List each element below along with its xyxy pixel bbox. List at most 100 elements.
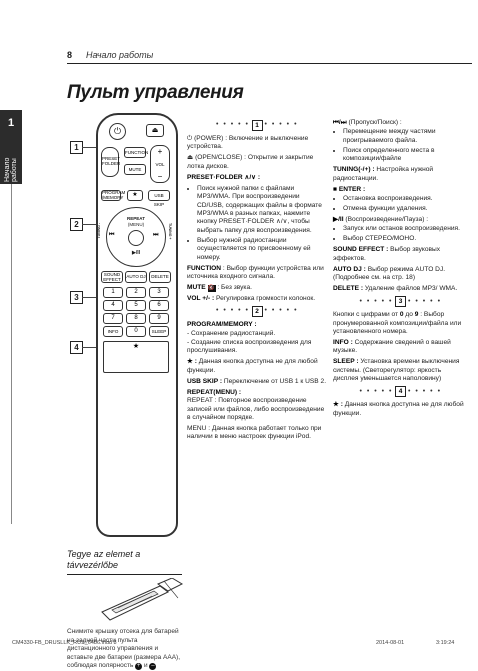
play-pause-icon: ▶/II [131, 250, 140, 256]
play-list: Запуск или останов воспроизведения. Выбо… [333, 225, 468, 243]
digit-0-button[interactable]: 0 [126, 326, 146, 337]
list-item: Поиск нужной папки с файлами MP3/WMA. Пр… [197, 185, 327, 235]
list-item: Остановка воспроизведения. [343, 195, 468, 203]
battery-note-conj: и [144, 662, 148, 669]
list-item: Поиск определенного места в композиции/ф… [343, 147, 468, 164]
sleep-button[interactable]: SLEEP [149, 326, 169, 337]
sleep-desc: SLEEP : Установка времени выключения сис… [333, 358, 468, 383]
power-button[interactable]: ⏻ [109, 123, 126, 140]
battery-insert-illustration [101, 578, 184, 621]
digit-7-button[interactable]: 7 [103, 313, 123, 324]
tuning-minus-label: TUNING - [97, 223, 101, 239]
band-number: 2 [251, 306, 263, 318]
star-button-top[interactable]: ★ [127, 190, 143, 201]
navigation-pad[interactable]: REPEAT (MENU) ⏮ ⏭ ▶/II [106, 207, 166, 267]
enter-list: Остановка воспроизведения. Отмена функци… [333, 195, 468, 213]
auto-dj-desc: AUTO DJ : Выбор режима AUTO DJ. (Подробн… [333, 266, 468, 283]
open-desc: ⏏ (OPEN/CLOSE) : Открытие и закрытие лот… [187, 154, 327, 171]
side-tab [0, 110, 22, 184]
open-text: : Открытие и закрытие лотка дисков. [187, 154, 314, 170]
remote-back-icon [101, 578, 184, 621]
sound-effect-text: Выбор звуковых эффектов. [333, 246, 441, 262]
sleep-label: SLEEP : [333, 358, 359, 366]
program-heading: PROGRAM/MEMORY : [187, 321, 327, 329]
play-pause-icon: ▶/II [333, 216, 344, 224]
repeat-desc-2: MENU : Данная кнопка работает только при… [187, 424, 322, 441]
mute-label: MUTE [187, 284, 206, 292]
repeat-label: REPEAT(MENU) : [187, 388, 242, 396]
digit-8-button[interactable]: 8 [126, 313, 146, 324]
delete-text: Удаление файлов MP3/ WMA. [363, 285, 458, 293]
marker-line [82, 147, 96, 148]
marker-line [82, 224, 96, 225]
play-text: (Воспроизведение/Пауза) : [343, 216, 429, 224]
tuning-text: Настройка нужной радиостанции. [333, 166, 434, 182]
header-title: Начало работы [86, 50, 154, 60]
star-button-bottom[interactable]: ★ [103, 341, 169, 373]
open-label: (OPEN/CLOSE) [195, 154, 243, 162]
tuning-plus-label: TUNING + [168, 223, 172, 240]
repeat-label: REPEAT [127, 216, 145, 221]
digit-1-button[interactable]: 1 [103, 287, 123, 298]
repeat-sub-label: (MENU) [127, 222, 145, 227]
preset-folder-label: PRESET FOLDER [102, 156, 121, 166]
mute-text: : Без звука. [215, 284, 252, 292]
marker-line [82, 297, 96, 298]
usb-skip-button[interactable]: USB SKIP [148, 190, 170, 207]
sound-effect-button[interactable]: SOUND EFFECT [101, 271, 123, 283]
digit-4-button[interactable]: 4 [103, 300, 123, 311]
prev-icon: ⏮ [109, 232, 115, 238]
skip-list: Перемещение между частями проигрываемого… [333, 128, 468, 163]
enter-heading: ■ ENTER : [333, 186, 468, 194]
battery-note: Снимите крышку отсека для батарей на зад… [67, 628, 185, 671]
digit-5-button[interactable]: 5 [126, 300, 146, 311]
program-label: PROGRAM/MEMORY : [187, 321, 257, 329]
band-number: 3 [395, 296, 406, 308]
info-button[interactable]: INFO [103, 326, 123, 337]
remote-control: ⏻ ⏏ FUNCTION PRESET FOLDER +VOL− MUTE PR… [96, 113, 178, 537]
mute-icon: 🔇 [207, 285, 216, 293]
section-band-2: • • • • • 2 • • • • • [215, 306, 299, 318]
battery-rule [67, 574, 182, 575]
enter-button[interactable] [128, 230, 144, 246]
eject-icon: ⏏ [187, 154, 194, 162]
section-title: Пульт управления [67, 82, 244, 103]
digit-6-button[interactable]: 6 [149, 300, 169, 311]
digit-3-button[interactable]: 3 [149, 287, 169, 298]
digits-text-mid: до [403, 311, 415, 319]
mute-desc: MUTE 🔇 : Без звука. [187, 284, 327, 293]
vol-desc: VOL +/- : Регулировка громкости колонок. [187, 295, 327, 303]
sound-effect-label: SOUND EFFECT : [333, 246, 389, 254]
marker-3: 3 [70, 291, 83, 304]
open-close-button[interactable]: ⏏ [146, 124, 164, 137]
skip-icon: ⏮/⏭ [333, 119, 347, 126]
mute-button[interactable]: MUTE [124, 164, 146, 175]
plus-icon: + [135, 663, 143, 670]
star-text: Данная кнопка доступна не для любой функ… [187, 358, 318, 374]
power-desc: ⏻ (POWER) : Включение и выключение устро… [187, 135, 327, 152]
function-button[interactable]: FUNCTION [124, 147, 148, 158]
digit-2-button[interactable]: 2 [126, 287, 146, 298]
preset-folder-label: PRESET·FOLDER ∧/∨ : [187, 173, 261, 181]
preset-folder-button[interactable]: PRESET FOLDER [101, 147, 121, 177]
function-label: FUNCTION [187, 264, 222, 272]
power-label: (POWER) [194, 135, 224, 142]
program-memory-button[interactable]: PROGRAM /MEMORY [101, 190, 126, 201]
auto-dj-label: AUTO DJ : [333, 265, 366, 273]
vol-rocker[interactable]: +VOL− [150, 145, 170, 183]
repeat-desc-1: REPEAT : Повторное воспроизведение запис… [187, 397, 325, 421]
auto-dj-button[interactable]: AUTO DJ [125, 271, 147, 283]
power-text: : Включение и выключение устройства. [187, 135, 309, 151]
auto-dj-text: Выбор режима AUTO DJ. (Подробнее см. на … [333, 265, 446, 282]
star-icon: ★ [132, 192, 138, 198]
info-desc: INFO : Содержание сведений о вашей музык… [333, 339, 468, 356]
usb-skip-text: Переключение от USB 1 к USB 2. [222, 377, 327, 385]
digit-9-button[interactable]: 9 [149, 313, 169, 324]
vol-text: Регулировка громкости колонок. [214, 295, 316, 303]
skip-heading: ⏮/⏭ (Пропуск/Поиск) : [333, 119, 468, 127]
section-band-4: • • • • • 4 • • • • • [359, 386, 442, 398]
list-item: Выбор нужной радиостанции осуществляется… [197, 237, 327, 262]
footer-file: CM4330-FB_DRUSLLK_RUS_6486.indd 8 [12, 640, 117, 646]
band-number: 4 [395, 386, 406, 398]
delete-button[interactable]: DELETE [149, 271, 171, 283]
